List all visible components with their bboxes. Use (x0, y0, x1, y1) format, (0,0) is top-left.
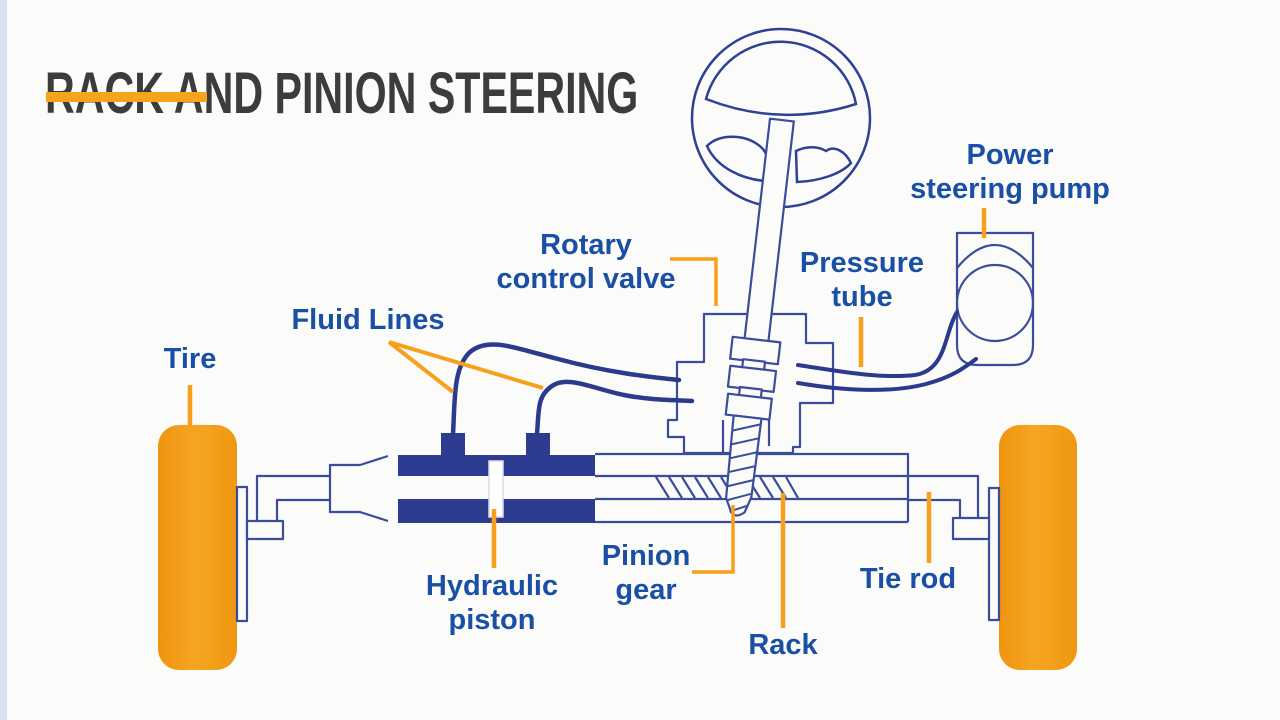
knuckle-arm-right (951, 516, 991, 541)
label-tire: Tire (163, 343, 217, 375)
leader-rotary-valve (670, 257, 718, 306)
fluid-port-right (526, 433, 550, 458)
pressure-tube-a (796, 310, 959, 379)
label-power-steering-pump: Power steering pump (910, 139, 1110, 206)
label-pinion-gear: Pinion gear (601, 540, 691, 607)
label-fluid-lines: Fluid Lines (291, 304, 445, 336)
power-steering-pump (955, 231, 1035, 367)
tie-rod-left (255, 474, 330, 521)
fluid-line-1 (450, 342, 682, 437)
knuckle-right (987, 486, 1001, 622)
label-pressure-tube: Pressure tube (799, 247, 925, 314)
steering-shaft (743, 117, 795, 344)
label-rotary-control-valve: Rotary control valve (496, 229, 676, 296)
fluid-port-left (441, 433, 465, 458)
wheel-upper-rim (704, 40, 858, 117)
tire-left (158, 425, 237, 670)
title-underline (46, 92, 207, 102)
label-rack: Rack (748, 629, 818, 661)
label-hydraulic-piston: Hydraulic piston (425, 570, 559, 637)
left-edge-strip (0, 0, 7, 720)
pinion-bore (721, 420, 771, 452)
leader-pinion-gear (692, 505, 735, 574)
tire-right (999, 425, 1077, 670)
tie-rod-right (908, 474, 980, 518)
knuckle-arm-left (245, 519, 285, 541)
leader-fluid-lines (387, 340, 544, 394)
wheel-spoke-right (794, 146, 853, 184)
wheel-spoke-left (705, 135, 769, 183)
cylinder-end-cap (328, 454, 389, 523)
fluid-line-2 (534, 379, 695, 437)
label-tie-rod: Tie rod (859, 563, 957, 595)
knuckle-left (235, 485, 249, 623)
steering-wheel (690, 27, 872, 209)
pressure-tube-b (796, 357, 978, 392)
pinion-thread-hatch (726, 423, 760, 513)
piston-rod (488, 460, 504, 518)
